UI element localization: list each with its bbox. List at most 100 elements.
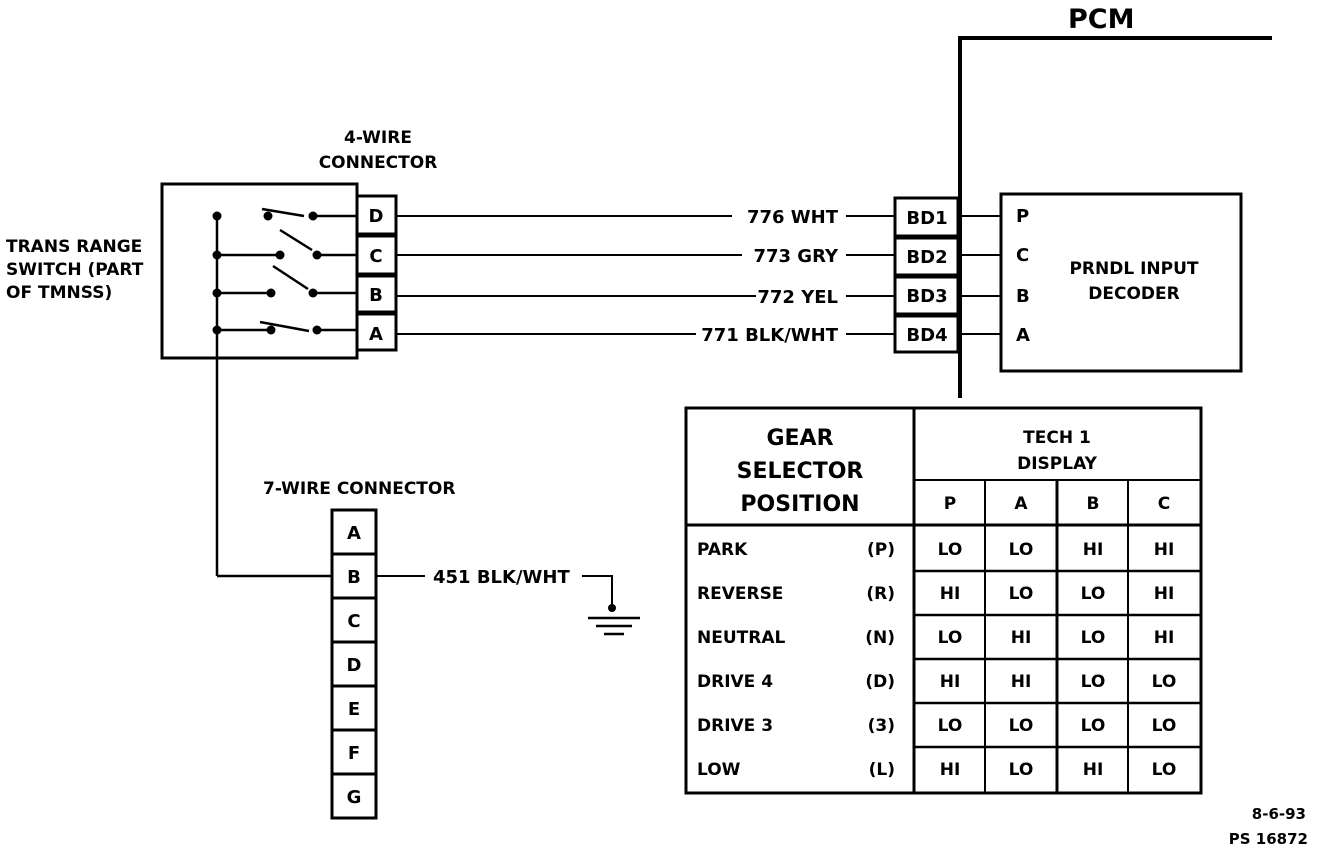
tech1-value: HI xyxy=(940,672,961,692)
gear-selector-table: GEAR SELECTOR POSITION TECH 1 DISPLAY P … xyxy=(684,406,1203,795)
tech1-value: HI xyxy=(1083,760,1104,780)
gear-name: REVERSE xyxy=(697,584,783,604)
tech1-value: LO xyxy=(1081,628,1106,648)
gear-name: DRIVE 4 xyxy=(697,672,773,692)
gear-code: (L) xyxy=(869,760,895,780)
tech1-value: HI xyxy=(1154,628,1175,648)
tech1-value: HI xyxy=(1154,584,1175,604)
connector-pin-c-label: C xyxy=(369,246,382,267)
pcm-pin-bd4 xyxy=(893,314,960,354)
connector-pin-a-label: A xyxy=(369,324,383,345)
seven-pin-a-label: A xyxy=(347,523,361,544)
gear-code: (R) xyxy=(866,584,895,604)
four-wire-connector-label-2: CONNECTOR xyxy=(319,153,438,173)
four-wire-connector-label-1: 4-WIRE xyxy=(344,128,412,148)
decoder-label-1: PRNDL INPUT xyxy=(1069,259,1198,279)
seven-wire-connector: A B C D E F G xyxy=(330,508,378,820)
tech1-value: LO xyxy=(938,628,963,648)
connector-pin-b xyxy=(355,274,398,314)
tech1-value: LO xyxy=(1009,760,1034,780)
pcm-pin-bd2-label: BD2 xyxy=(906,247,947,268)
seven-pin-e-label: E xyxy=(348,699,360,720)
pcm-pin-bd1-label: BD1 xyxy=(906,208,947,229)
wire-3: 772 YEL xyxy=(396,287,895,308)
switch-row-b xyxy=(212,264,357,298)
wire-label: 771 BLK/WHT xyxy=(701,325,838,346)
wire-1: 776 WHT xyxy=(396,207,895,228)
switch-blade xyxy=(272,264,309,291)
pcm-pin-bd2 xyxy=(893,236,960,277)
gear-name: NEUTRAL xyxy=(697,628,785,648)
pcm-pin-bd4-label: BD4 xyxy=(906,325,947,346)
decoder-pin-c: C xyxy=(1016,245,1029,266)
decoder-pin-p: P xyxy=(1016,206,1029,227)
column-header: P xyxy=(944,494,956,514)
seven-pin-b-label: B xyxy=(347,567,361,588)
column-header: C xyxy=(1158,494,1170,514)
table-row: REVERSE (R) HI LO LO HI xyxy=(697,584,1201,617)
gear-code: (P) xyxy=(867,540,895,560)
decoder-pin-b: B xyxy=(1016,286,1030,307)
pcm-boundary xyxy=(958,36,1272,398)
table-row: LOW (L) HI LO HI LO xyxy=(697,760,1176,780)
connector-pin-b-label: B xyxy=(369,285,383,306)
tech1-value: LO xyxy=(1152,672,1177,692)
switch-contact xyxy=(263,211,273,221)
tech1-value: LO xyxy=(1081,584,1106,604)
gear-header-3: POSITION xyxy=(740,492,859,517)
ground-wire-label: 451 BLK/WHT xyxy=(433,567,570,588)
pcm-pin-bd3-label: BD3 xyxy=(906,286,947,307)
prndl-decoder-box xyxy=(999,192,1243,373)
pcm-pin-bd1 xyxy=(893,196,960,238)
tech1-value: LO xyxy=(1081,672,1106,692)
footer-ref: PS 16872 xyxy=(1229,830,1308,848)
switch-node xyxy=(212,250,222,260)
wire-2: 773 GRY xyxy=(396,246,895,267)
gear-name: PARK xyxy=(697,540,748,560)
pcm-label: PCM xyxy=(1068,4,1134,35)
gear-name: LOW xyxy=(697,760,741,780)
seven-wire-connector-label: 7-WIRE CONNECTOR xyxy=(263,479,455,499)
tech1-value: HI xyxy=(940,584,961,604)
tech1-value: LO xyxy=(1152,760,1177,780)
seven-pin-d-label: D xyxy=(347,655,362,676)
gear-name: DRIVE 3 xyxy=(697,716,773,736)
tech1-value: LO xyxy=(1152,716,1177,736)
seven-pin-g-label: G xyxy=(347,787,362,808)
trans-range-switch-label-1: TRANS RANGE xyxy=(6,237,142,257)
table-rows: PARK (P) LO LO HI HI REVERSE (R) HI LO LO HI NEUTRAL… xyxy=(697,540,1201,780)
wire-label: 772 YEL xyxy=(757,287,838,308)
gear-code: (3) xyxy=(868,716,895,736)
gear-code: (D) xyxy=(865,672,895,692)
switch-node xyxy=(212,288,222,298)
gear-header-2: SELECTOR xyxy=(737,459,864,484)
switch-node xyxy=(212,325,222,335)
tech1-value: HI xyxy=(1154,540,1175,560)
tech1-value: LO xyxy=(938,540,963,560)
switch-contact xyxy=(275,250,285,260)
tech1-value: LO xyxy=(1009,540,1034,560)
switch-blade xyxy=(261,207,305,218)
wire-label: 776 WHT xyxy=(747,207,839,228)
column-header: B xyxy=(1087,494,1100,514)
column-header: A xyxy=(1014,494,1028,514)
decoder-pin-a: A xyxy=(1016,325,1030,346)
switch-row-a xyxy=(212,320,357,335)
switch-blade xyxy=(259,320,310,333)
switch-row-c xyxy=(212,228,357,260)
pcm-pin-bd3 xyxy=(893,275,960,316)
tech1-value: HI xyxy=(940,760,961,780)
switch-blade xyxy=(279,228,313,252)
connector-pin-a xyxy=(355,312,398,352)
seven-pin-f-label: F xyxy=(348,743,360,764)
tech1-value: LO xyxy=(1009,584,1034,604)
ground-icon xyxy=(588,616,640,636)
switch-node xyxy=(212,211,222,221)
decoder-label-2: DECODER xyxy=(1088,284,1179,304)
footer-date: 8-6-93 xyxy=(1252,805,1306,823)
trans-range-switch-label-2: SWITCH (PART xyxy=(6,260,144,280)
